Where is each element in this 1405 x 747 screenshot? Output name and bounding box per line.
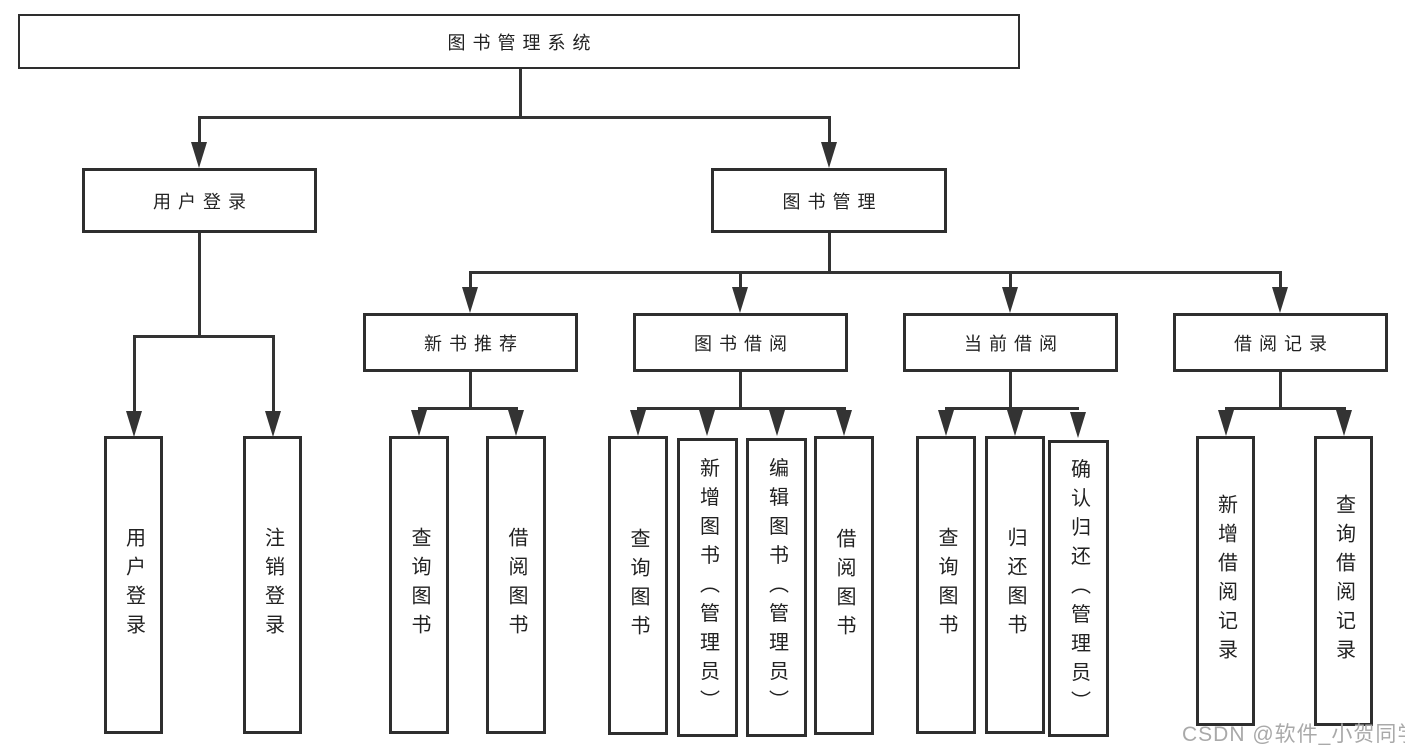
connector-line xyxy=(828,233,831,274)
leaf-label: 用户登录 xyxy=(122,527,145,643)
connector-line xyxy=(519,68,522,118)
connector-line xyxy=(198,116,201,144)
arrow-down-icon xyxy=(938,410,954,436)
connector-line xyxy=(198,116,831,119)
arrow-down-icon xyxy=(191,142,207,168)
arrow-down-icon xyxy=(1336,410,1352,436)
leaf-label: 编辑图书（管理员） xyxy=(765,457,788,718)
connector-line xyxy=(828,116,831,144)
arrow-down-icon xyxy=(1272,287,1288,313)
arrow-down-icon xyxy=(1007,410,1023,436)
node-book-borrowing: 图书借阅 xyxy=(633,313,848,372)
connector-line xyxy=(1009,372,1012,410)
arrow-down-icon xyxy=(1002,287,1018,313)
connector-line xyxy=(133,335,275,338)
node-label: 新书推荐 xyxy=(424,333,524,354)
leaf-query-books-current: 查询图书 xyxy=(916,436,976,734)
leaf-edit-books-admin: 编辑图书（管理员） xyxy=(746,438,807,737)
root-node: 图书管理系统 xyxy=(18,14,1020,69)
arrow-down-icon xyxy=(462,287,478,313)
connector-line xyxy=(637,407,846,410)
root-label: 图书管理系统 xyxy=(447,32,598,53)
connector-line xyxy=(1225,407,1346,410)
arrow-down-icon xyxy=(265,411,281,437)
connector-line xyxy=(469,271,472,289)
leaf-label: 查询图书 xyxy=(408,527,430,643)
leaf-return-books: 归还图书 xyxy=(985,436,1045,734)
arrow-down-icon xyxy=(508,410,524,436)
connector-line xyxy=(739,372,742,410)
leaf-label: 归还图书 xyxy=(1004,527,1026,643)
arrow-down-icon xyxy=(732,287,748,313)
node-label: 图书借阅 xyxy=(694,333,794,354)
arrow-down-icon xyxy=(821,142,837,168)
node-label: 图书管理 xyxy=(782,191,883,212)
csdn-watermark: CSDN @软件_小贺同学 xyxy=(1182,723,1405,746)
connector-line xyxy=(1279,271,1282,289)
leaf-label: 新增图书（管理员） xyxy=(696,457,719,718)
connector-line xyxy=(469,372,472,410)
leaf-label: 查询图书 xyxy=(935,527,957,643)
node-current-borrowing: 当前借阅 xyxy=(903,313,1118,372)
connector-line xyxy=(469,271,1282,274)
node-borrowing-records: 借阅记录 xyxy=(1173,313,1388,372)
arrow-down-icon xyxy=(630,410,646,436)
arrow-down-icon xyxy=(1070,412,1086,438)
leaf-user-login: 用户登录 xyxy=(104,436,163,734)
leaf-query-books-borrow: 查询图书 xyxy=(608,436,668,735)
node-new-book-recommend: 新书推荐 xyxy=(363,313,578,372)
leaf-label: 确认归还（管理员） xyxy=(1067,458,1090,719)
leaf-logout: 注销登录 xyxy=(243,436,302,734)
node-book-management: 图书管理 xyxy=(711,168,947,233)
arrow-down-icon xyxy=(769,410,785,436)
leaf-query-borrow-record: 查询借阅记录 xyxy=(1314,436,1373,726)
node-label: 借阅记录 xyxy=(1234,333,1334,354)
connector-line xyxy=(133,335,136,413)
arrow-down-icon xyxy=(411,410,427,436)
connector-line xyxy=(1009,271,1012,289)
leaf-label: 新增借阅记录 xyxy=(1214,494,1237,668)
leaf-label: 查询图书 xyxy=(627,527,649,644)
connector-line xyxy=(1279,372,1282,410)
connector-line xyxy=(945,407,1079,410)
node-label: 当前借阅 xyxy=(964,333,1064,354)
leaf-confirm-return-admin: 确认归还（管理员） xyxy=(1048,440,1109,737)
connector-line xyxy=(272,335,275,413)
node-user-login: 用户登录 xyxy=(82,168,317,233)
leaf-borrow-books: 借阅图书 xyxy=(814,436,874,735)
arrow-down-icon xyxy=(1218,410,1234,436)
connector-line xyxy=(198,233,201,338)
leaf-borrow-books-recommend: 借阅图书 xyxy=(486,436,546,734)
leaf-label: 借阅图书 xyxy=(833,527,855,644)
connector-line xyxy=(418,407,518,410)
arrow-down-icon xyxy=(836,410,852,436)
arrow-down-icon xyxy=(699,410,715,436)
node-label: 用户登录 xyxy=(153,191,253,212)
leaf-add-books-admin: 新增图书（管理员） xyxy=(677,438,738,737)
leaf-label: 借阅图书 xyxy=(505,527,527,643)
arrow-down-icon xyxy=(126,411,142,437)
connector-line xyxy=(739,271,742,289)
leaf-add-borrow-record: 新增借阅记录 xyxy=(1196,436,1255,726)
leaf-label: 注销登录 xyxy=(261,527,284,643)
leaf-label: 查询借阅记录 xyxy=(1332,494,1355,668)
leaf-query-books-recommend: 查询图书 xyxy=(389,436,449,734)
